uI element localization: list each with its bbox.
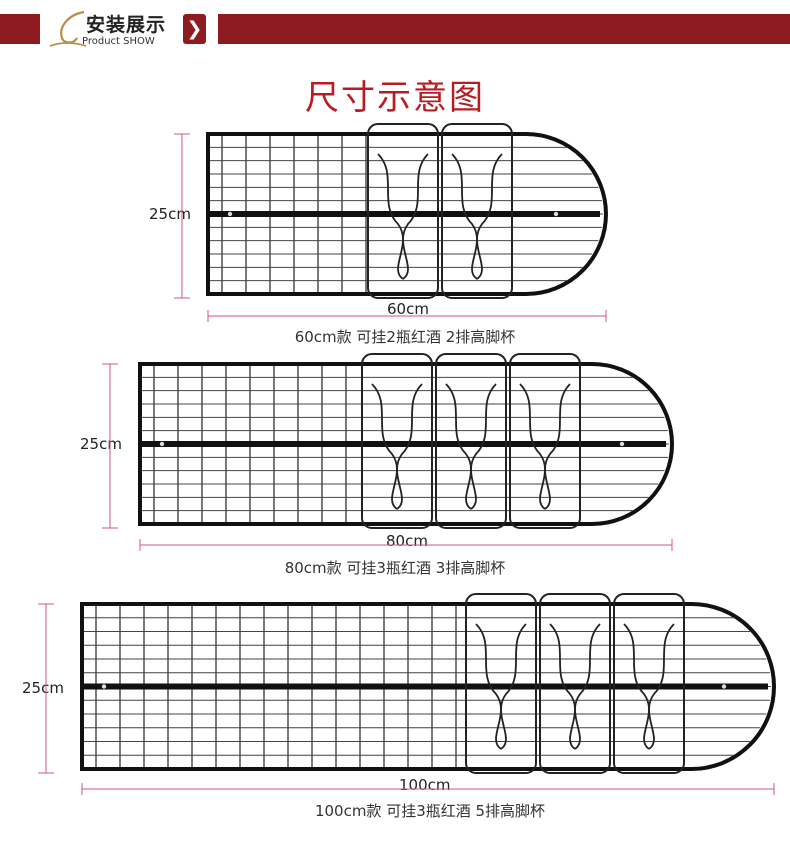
caption-80: 80cm款 可挂3瓶红酒 3排高脚杯 [284, 559, 506, 577]
scroll-ornament [574, 623, 601, 750]
mount-hole [619, 441, 625, 447]
bottle-holder [435, 353, 507, 529]
mount-hole [553, 211, 559, 217]
chevron-right-icon: ❯ [186, 18, 203, 40]
scroll-ornament [549, 623, 576, 750]
header-bar-left [0, 14, 40, 44]
scroll-ornament [451, 153, 478, 280]
mount-hole [159, 441, 165, 447]
scroll-ornament [500, 623, 527, 750]
rack-center-bar [142, 441, 666, 447]
mount-hole [227, 211, 233, 217]
scroll-ornament [519, 383, 546, 510]
bottle-holder [441, 123, 513, 299]
scroll-ornament [544, 383, 571, 510]
scroll-ornament [623, 623, 650, 750]
rack-center-bar [84, 683, 768, 690]
scroll-ornament [396, 383, 423, 510]
height-label-80: 25cm [80, 435, 122, 453]
header-subtitle: Product SHOW [82, 36, 155, 47]
height-label-60: 25cm [149, 205, 191, 223]
scroll-ornament [377, 153, 404, 280]
bottle-holder [613, 593, 685, 774]
scroll-ornament [371, 383, 398, 510]
header-arrow-box [183, 14, 206, 44]
bottle-holder [465, 593, 537, 774]
caption-100: 100cm款 可挂3瓶红酒 5排高脚杯 [314, 802, 546, 820]
mount-hole [721, 684, 727, 689]
scroll-ornament [475, 623, 502, 750]
scroll-ornament [476, 153, 503, 280]
page-title: 尺寸示意图 [305, 78, 485, 118]
header-bar-right [218, 14, 790, 44]
bottle-holder [539, 593, 611, 774]
rack-center-bar [210, 211, 600, 217]
swirl-logo-icon [49, 10, 87, 47]
height-label-100: 25cm [22, 679, 64, 697]
scroll-ornament [648, 623, 675, 750]
section-header: 安装展示 Product SHOW ❯ [0, 0, 790, 60]
scroll-ornament [470, 383, 497, 510]
width-label-60: 60cm [387, 300, 429, 318]
scroll-ornament [445, 383, 472, 510]
rack-frame [80, 602, 776, 771]
header-title: 安装展示 [86, 14, 167, 36]
rack-frame [138, 362, 674, 526]
bottle-holder [361, 353, 433, 529]
scroll-ornament [402, 153, 429, 280]
mount-hole [101, 684, 107, 689]
bottle-holder [509, 353, 581, 529]
bottle-holder [367, 123, 439, 299]
caption-60: 60cm款 可挂2瓶红酒 2排高脚杯 [294, 328, 516, 346]
rack-frame [206, 132, 608, 296]
